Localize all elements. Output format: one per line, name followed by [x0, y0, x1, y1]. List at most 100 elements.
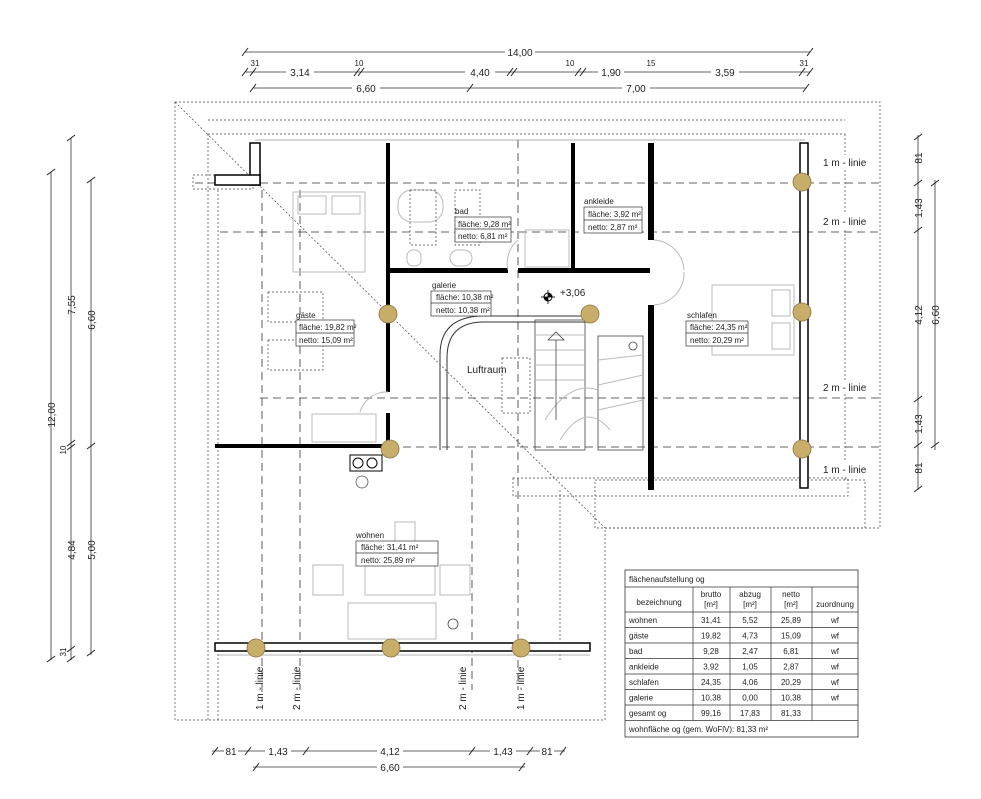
table-cell: 5,52	[742, 616, 758, 625]
height-line-label: 2 m - linie	[823, 383, 867, 394]
dim-label: 81	[914, 462, 925, 474]
table-cell: 25,89	[781, 616, 802, 625]
room-area: fläche: 3,92 m²	[588, 210, 641, 219]
dim-label: 31	[800, 59, 809, 68]
table-cell: wf	[830, 678, 840, 687]
table-cell: 1,05	[742, 663, 758, 672]
room-net-area: netto: 10,38 m²	[436, 306, 490, 315]
column-icon	[580, 304, 600, 324]
table-cell: 24,35	[701, 678, 722, 687]
dim-label: 81	[225, 747, 237, 758]
column-icon	[792, 172, 812, 192]
table-cell: 10,38	[781, 694, 802, 703]
table-header: netto	[782, 590, 800, 599]
dim-label: 4,12	[914, 305, 925, 325]
dim-label: 3,14	[290, 68, 310, 79]
column-icon	[380, 439, 400, 459]
table-header: abzug	[739, 590, 761, 599]
level-value: +3,06	[560, 288, 586, 299]
height-line-label: 2 m - linie	[292, 666, 303, 710]
dim-label: 1,43	[268, 747, 288, 758]
timber-columns	[246, 172, 812, 658]
table-cell: 15,09	[781, 632, 802, 641]
dim-total-width: 14,00	[507, 48, 532, 59]
table-header-unit: [m²]	[743, 600, 757, 609]
dim-label: 3,59	[715, 68, 735, 79]
dim-label: 6,60	[931, 305, 942, 325]
staircase	[534, 319, 644, 451]
table-cell: galerie	[629, 694, 654, 703]
dim-label: 4,84	[67, 540, 78, 560]
room-gaeste: gäste fläche: 19,82 m² netto: 15,09 m²	[295, 311, 357, 347]
room-wohnen: wohnen fläche: 31,41 m² netto: 25,89 m²	[355, 531, 439, 567]
table-header-unit: [m²]	[704, 600, 718, 609]
left-dimensions: 12,00 7,55 10 4,84 31 6,60 5,00	[46, 134, 98, 663]
table-cell: wf	[830, 616, 840, 625]
table-footer: wohnfläche og (gem. WoFlV): 81,33 m²	[628, 725, 768, 734]
dim-label: 15	[647, 59, 656, 68]
table-cell: 19,82	[701, 632, 722, 641]
height-line-label: 1 m - linie	[823, 158, 867, 169]
dim-label: 10	[59, 445, 68, 454]
table-cell: 4,73	[742, 632, 758, 641]
dim-label: 7,00	[626, 84, 646, 95]
table-cell: 20,29	[781, 678, 802, 687]
dim-label: 6,60	[356, 84, 376, 95]
table-row: gäste 19,82 4,73 15,09 wf	[629, 632, 840, 641]
column-icon	[378, 304, 398, 324]
room-area: fläche: 9,28 m²	[458, 220, 511, 229]
room-galerie: galerie fläche: 10,38 m² netto: 10,38 m²	[430, 281, 494, 317]
room-area: fläche: 31,41 m²	[361, 543, 419, 552]
height-line-label: 1 m - linie	[255, 666, 266, 710]
right-dimensions: 81 1,43 4,12 1,43 81 6,60	[913, 133, 942, 493]
room-ankleide: ankleide fläche: 3,92 m² netto: 2,87 m²	[583, 197, 643, 234]
dim-label: 4,12	[380, 747, 400, 758]
table-cell: 17,83	[740, 709, 761, 718]
room-net-area: netto: 25,89 m²	[361, 556, 415, 565]
height-line-label: 1 m - linie	[516, 666, 527, 710]
level-marker: +3,06	[541, 288, 586, 304]
column-icon	[381, 638, 401, 658]
room-area: fläche: 10,38 m²	[436, 293, 494, 302]
dim-label: 6,60	[87, 310, 98, 330]
table-cell: bad	[629, 647, 642, 656]
table-cell: 31,41	[701, 616, 722, 625]
table-cell: wohnen	[628, 616, 657, 625]
column-icon	[246, 638, 266, 658]
table-cell: 99,16	[701, 709, 722, 718]
room-area: fläche: 19,82 m²	[299, 323, 357, 332]
table-header-unit: [m²]	[784, 600, 798, 609]
column-icon	[511, 638, 531, 658]
dim-label: 10	[566, 59, 575, 68]
room-name: wohnen	[355, 531, 384, 540]
table-cell: wf	[830, 694, 840, 703]
dim-label: 31	[251, 59, 260, 68]
height-line-label: 2 m - linie	[823, 217, 867, 228]
bottom-dimensions: 81 1,43 4,12 1,43 81 6,60	[211, 746, 567, 774]
dim-total-height: 12,00	[47, 402, 58, 427]
dim-label: 4,40	[470, 68, 490, 79]
dim-label: 5,00	[87, 540, 98, 560]
table-row: wohnen 31,41 5,52 25,89 wf	[628, 616, 840, 625]
table-cell: gesamt og	[629, 709, 666, 718]
table-cell: 0,00	[742, 694, 758, 703]
dim-label: 1,43	[914, 414, 925, 434]
room-net-area: netto: 2,87 m²	[588, 223, 638, 232]
dim-label: 31	[59, 647, 68, 656]
table-cell: wf	[830, 632, 840, 641]
table-header: zuordnung	[816, 600, 854, 609]
table-header: brutto	[701, 590, 722, 599]
room-net-area: netto: 15,09 m²	[299, 336, 353, 345]
table-cell: gäste	[629, 632, 649, 641]
dim-label: 10	[355, 59, 364, 68]
height-line-label: 1 m - linie	[823, 465, 867, 476]
room-bad: bad fläche: 9,28 m² netto: 6,81 m²	[454, 207, 512, 243]
roof-outline	[174, 101, 881, 721]
table-cell: wf	[830, 663, 840, 672]
table-cell: 2,47	[742, 647, 758, 656]
